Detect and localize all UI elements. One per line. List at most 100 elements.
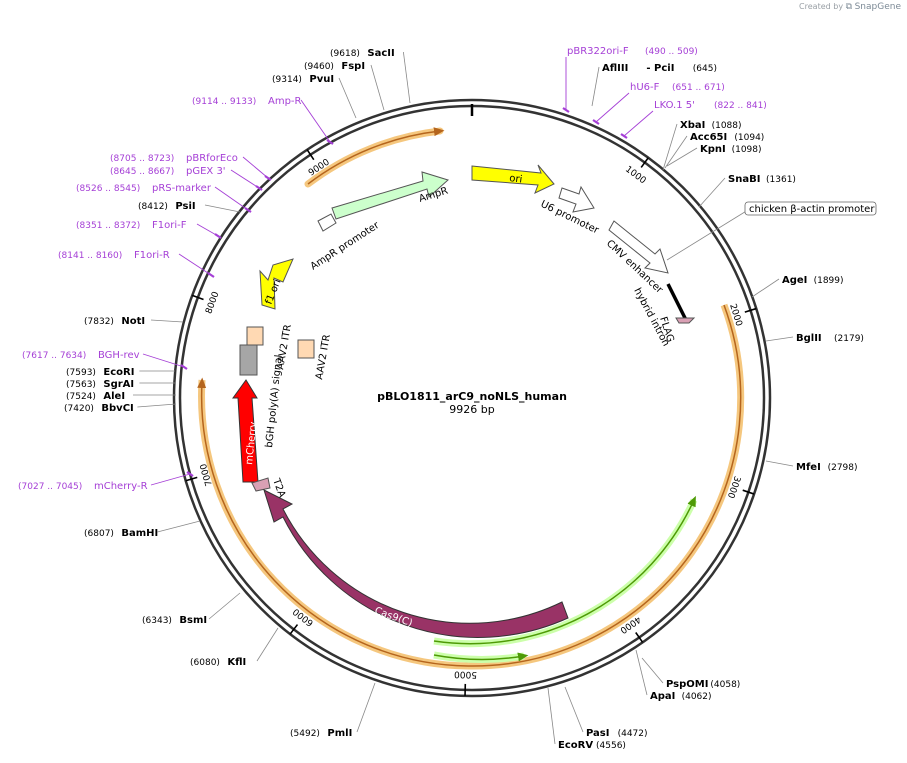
site-bamhi[interactable]: (6807)BamHI <box>84 520 201 539</box>
site-name: Acc65I <box>690 132 727 143</box>
primer-leader-line <box>214 186 249 211</box>
primer-layer: (9114 .. 9133)Amp-R (8705 .. 8723)pBRforE… <box>18 46 767 492</box>
primer-lko-1-5[interactable]: LKO.1 5'(822 .. 841) <box>620 100 767 139</box>
primer-range: (9114 .. 9133) <box>192 97 256 107</box>
primer-pbr322ori-f[interactable]: pBR322ori-F(490 .. 509) <box>562 46 698 113</box>
feature-ori[interactable] <box>471 164 555 194</box>
site-xbai[interactable]: XbaI(1088) <box>662 120 742 171</box>
credit-prefix: Created by <box>799 2 844 11</box>
site-bsmi[interactable]: (6343)BsmI <box>142 592 241 626</box>
site-pvui[interactable]: (9314)PvuI <box>272 74 357 119</box>
orf-arrow-green-1[interactable] <box>433 495 696 645</box>
tick-mark <box>742 489 755 495</box>
feature-mcherry[interactable] <box>232 379 259 483</box>
credit-brand: SnapGene <box>854 2 901 12</box>
site-name: AgeI <box>782 275 807 286</box>
site-bglii[interactable]: BglII(2179) <box>765 333 864 344</box>
primer-pbrforeco[interactable]: (8705 .. 8723)pBRforEco <box>110 153 272 181</box>
primer-f1ori-f[interactable]: (8351 .. 8372)F1ori-F <box>76 220 222 239</box>
chicken-promoter-box <box>744 201 877 216</box>
primer-mcherry-r[interactable]: (7027 .. 7045)mCherry-R <box>18 471 194 492</box>
site-leader-line <box>664 135 688 169</box>
site-acc65i[interactable]: Acc65I (1094) <box>664 132 764 169</box>
site-apai[interactable]: ApaI(4062) <box>635 649 712 702</box>
feature-bgh-polya[interactable] <box>239 344 258 376</box>
site-noti[interactable]: (7832)NotI <box>84 316 184 327</box>
site-snabi[interactable]: SnaBI(1361) <box>698 174 796 208</box>
primer-name: LKO.1 5' <box>654 100 695 111</box>
site-mfei[interactable]: MfeI(2798) <box>765 460 858 473</box>
feature-ampr-promoter[interactable] <box>317 213 337 232</box>
primer-bgh-rev[interactable]: (7617 .. 7634)BGH-rev <box>22 350 188 370</box>
site-leader-line <box>765 336 794 342</box>
feature-aav2-itr-right[interactable] <box>297 339 315 359</box>
primer-name: mCherry-R <box>94 481 148 492</box>
snapgene-logo-icon: ⧉ <box>845 2 853 12</box>
plasmid-name: pBLO1811_arC9_noNLS_human <box>377 390 567 403</box>
orf-halo-green-1 <box>433 498 698 648</box>
orf-arrow-ampr[interactable] <box>307 127 445 185</box>
feature-chicken-promoter[interactable] <box>666 283 688 321</box>
primer-leader-line <box>196 223 219 237</box>
site-name: XbaI <box>680 120 705 131</box>
site-position: (7563) <box>66 380 96 390</box>
site-leader-line <box>204 204 241 213</box>
site-pspomi[interactable]: PspOMI(4058) <box>641 657 740 690</box>
primer-name: pBRforEco <box>186 153 238 164</box>
primer-f1ori-r[interactable]: (8141 .. 8160)F1ori-R <box>58 250 215 278</box>
site-position: (7524) <box>66 392 96 402</box>
label-aav2-itr-2: AAV2 ITR <box>314 334 333 381</box>
primer-pgex-3[interactable]: (8645 .. 8667)pGEX 3' <box>110 166 263 191</box>
site-afliii[interactable]: AflIII- PciI(645) <box>591 63 717 107</box>
site-name: EcoRI <box>103 367 134 378</box>
feature-f1-ori[interactable] <box>259 258 294 310</box>
site-position: (7420) <box>64 404 94 414</box>
site-sgrai[interactable]: (7563)SgrAI <box>66 379 176 390</box>
primer-range: (8526 .. 8545) <box>76 184 140 194</box>
primer-amp-r[interactable]: (9114 .. 9133)Amp-R <box>192 96 334 145</box>
feature-ampr[interactable] <box>331 171 449 220</box>
site-pasi[interactable]: PasI(4472) <box>564 686 648 739</box>
site-position: (9460) <box>304 62 334 72</box>
label-mcherry: mCherry <box>244 421 259 465</box>
feature-t2a[interactable] <box>251 477 271 492</box>
site-name-alias: - PciI <box>646 63 674 74</box>
feature-aav2-itr-left[interactable] <box>246 326 264 346</box>
site-leader-line <box>641 657 664 684</box>
restriction-site-layer: (9618)SacII(9460)FspI(9314)PvuI (8412)Psi… <box>64 48 864 751</box>
site-bbvci[interactable]: (7420)BbvCI <box>64 403 177 414</box>
primer-leader-line <box>178 253 212 276</box>
site-name: BglII <box>796 333 822 344</box>
snapgene-credit: Created by ⧉ SnapGene <box>799 2 901 12</box>
site-leader-line <box>591 66 600 107</box>
site-ecorv[interactable]: EcoRV(4556) <box>547 687 626 751</box>
feature-u6-promoter[interactable] <box>558 185 595 213</box>
site-kpni[interactable]: KpnI(1098) <box>666 144 762 167</box>
primer-hu6-f[interactable]: hU6-F(651 .. 671) <box>592 82 725 125</box>
feature-cmv-enhancer[interactable] <box>608 220 669 274</box>
site-fspi[interactable]: (9460)FspI <box>304 61 385 111</box>
primer-range: (651 .. 671) <box>672 83 725 93</box>
orf-arrow-green-2[interactable] <box>433 652 529 662</box>
orf-arrow-large-left[interactable] <box>197 377 469 667</box>
site-pmli[interactable]: (5492)PmlI <box>290 682 376 739</box>
primer-prs-marker[interactable]: (8526 .. 8545)pRS-marker <box>76 183 252 213</box>
site-agei[interactable]: AgeI(1899) <box>751 275 844 298</box>
chicken-promoter-leader <box>666 209 749 261</box>
site-name: NotI <box>121 316 145 327</box>
site-alei[interactable]: (7524)AleI <box>66 391 176 402</box>
feature-cas9[interactable] <box>263 489 569 638</box>
site-sacii[interactable]: (9618)SacII <box>330 48 411 104</box>
primer-range: (8141 .. 8160) <box>58 251 122 261</box>
site-ecori[interactable]: (7593)EcoRI <box>66 367 175 378</box>
orf-arrow-large-right[interactable] <box>467 304 742 667</box>
primer-leader-line <box>150 473 191 486</box>
site-position: (1094) <box>734 133 764 143</box>
site-leader-line <box>208 592 241 620</box>
site-position: (4472) <box>618 729 648 739</box>
tick-mark <box>191 294 204 301</box>
primer-binding-mark <box>620 133 628 139</box>
feature-flag[interactable] <box>675 317 696 324</box>
site-psii[interactable]: (8412)PsiI <box>138 201 241 213</box>
site-kfli[interactable]: (6080)KflI <box>190 627 279 668</box>
